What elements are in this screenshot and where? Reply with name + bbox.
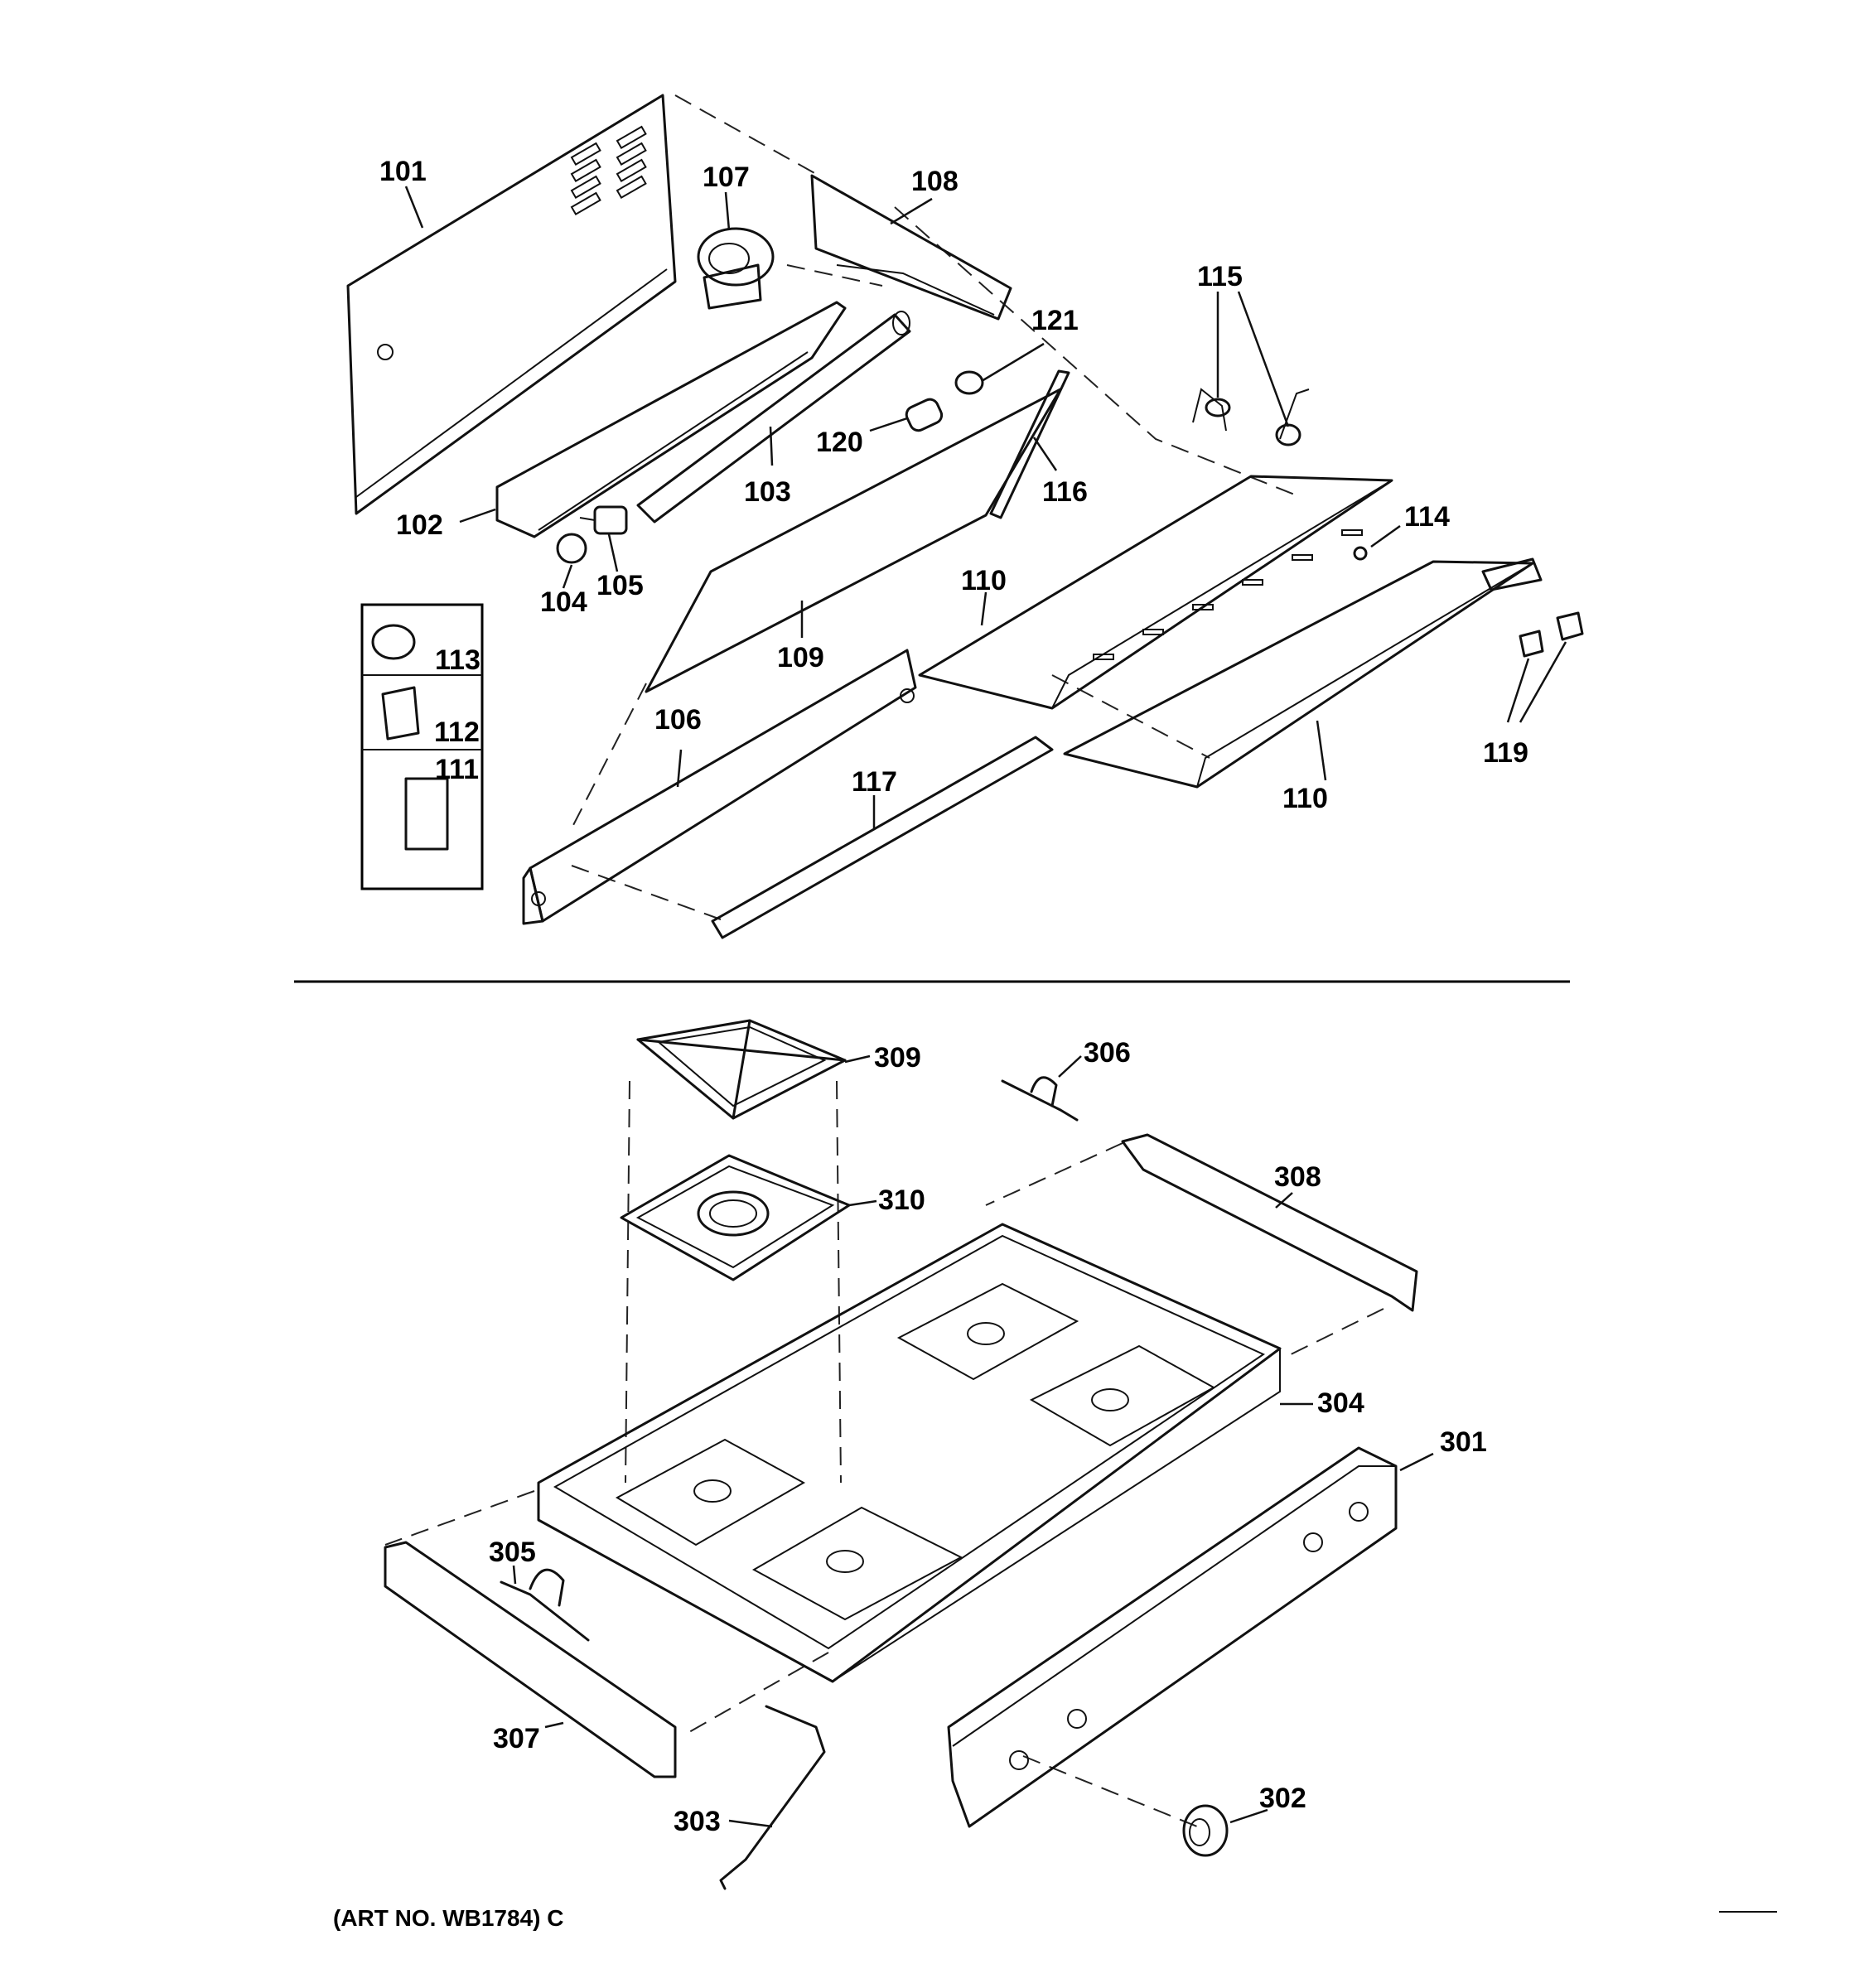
part-102-channel xyxy=(495,301,847,538)
upper-assembly-lines xyxy=(571,94,1301,920)
callout-114: 114 xyxy=(1404,501,1450,533)
part-114-grommet xyxy=(1353,546,1368,561)
part-109-panel xyxy=(645,388,1062,693)
callout-113: 113 xyxy=(435,644,480,676)
part-108-bracket xyxy=(810,174,1012,321)
part-121-switch xyxy=(954,370,984,395)
part-113-clip xyxy=(371,624,416,660)
callout-307: 307 xyxy=(493,1723,540,1754)
part-119-knobs xyxy=(1519,611,1584,658)
callout-116: 116 xyxy=(1042,476,1088,508)
callout-309: 309 xyxy=(874,1042,921,1074)
upper-assembly: 101 102 103 104 105 106 107 108 109 110 … xyxy=(346,94,1584,939)
upper-callouts: 101 102 103 104 105 106 107 108 109 110 … xyxy=(379,156,1528,814)
callout-303: 303 xyxy=(674,1806,721,1837)
callout-119: 119 xyxy=(1483,737,1528,769)
part-304-cooktop xyxy=(537,1223,1282,1683)
part-106-vent-panel xyxy=(522,649,917,925)
callout-104: 104 xyxy=(540,586,587,618)
lower-assembly: 301 302 303 304 305 306 307 308 309 310 xyxy=(384,1019,1487,1890)
callout-109: 109 xyxy=(777,642,824,673)
part-307-trim xyxy=(384,1541,677,1778)
part-302-knob xyxy=(1182,1804,1229,1857)
part-301-manifold-panel xyxy=(947,1446,1398,1828)
part-306-clip xyxy=(1001,1076,1079,1122)
part-116-rod xyxy=(989,369,1070,519)
part-111-module xyxy=(404,777,449,851)
part-309-grate xyxy=(636,1019,847,1120)
lower-leader-lines xyxy=(512,1054,1434,1828)
callout-112: 112 xyxy=(434,717,480,748)
callout-102: 102 xyxy=(396,509,443,541)
callout-108: 108 xyxy=(911,166,959,197)
part-115-switches xyxy=(1192,388,1310,446)
callout-305: 305 xyxy=(489,1537,536,1568)
part-308-rail xyxy=(1121,1133,1418,1312)
callout-301: 301 xyxy=(1440,1426,1487,1458)
callout-111: 111 xyxy=(435,754,479,785)
part-112-clip xyxy=(381,686,420,741)
callout-302: 302 xyxy=(1259,1783,1306,1814)
callout-308: 308 xyxy=(1274,1161,1321,1193)
callout-110-lower: 110 xyxy=(1282,783,1328,814)
part-107-blower xyxy=(697,227,775,310)
callout-101: 101 xyxy=(379,156,427,187)
inset-parts-box xyxy=(360,603,484,890)
callout-304: 304 xyxy=(1317,1387,1364,1419)
cooktop-burner-wells xyxy=(615,1282,1216,1621)
callout-306: 306 xyxy=(1084,1037,1131,1069)
callout-106: 106 xyxy=(654,704,702,736)
part-110-lower-tray xyxy=(1063,557,1543,789)
callout-103: 103 xyxy=(744,476,791,508)
part-120-capacitor xyxy=(905,398,944,432)
part-104-cap xyxy=(556,533,587,564)
callout-121: 121 xyxy=(1031,305,1079,336)
part-117-trim xyxy=(711,736,1054,939)
callout-105: 105 xyxy=(596,570,644,601)
callout-115: 115 xyxy=(1197,261,1243,292)
part-103-tube xyxy=(636,311,911,524)
part-303-wire xyxy=(719,1705,826,1890)
callout-110-upper: 110 xyxy=(961,565,1007,596)
part-305-clip xyxy=(500,1568,590,1642)
part-110-upper-tray xyxy=(918,475,1393,710)
part-310-burner-pan xyxy=(620,1154,851,1281)
lower-callouts: 301 302 303 304 305 306 307 308 309 310 xyxy=(489,1037,1487,1837)
art-number-caption: (ART NO. WB1784) C xyxy=(333,1905,563,1931)
part-101-back-panel xyxy=(346,94,677,515)
callout-310: 310 xyxy=(878,1185,925,1216)
callout-117: 117 xyxy=(852,766,897,798)
callout-107: 107 xyxy=(703,162,750,193)
upper-leader-lines xyxy=(404,186,1567,828)
callout-120: 120 xyxy=(816,427,863,458)
part-105-socket xyxy=(579,505,628,535)
